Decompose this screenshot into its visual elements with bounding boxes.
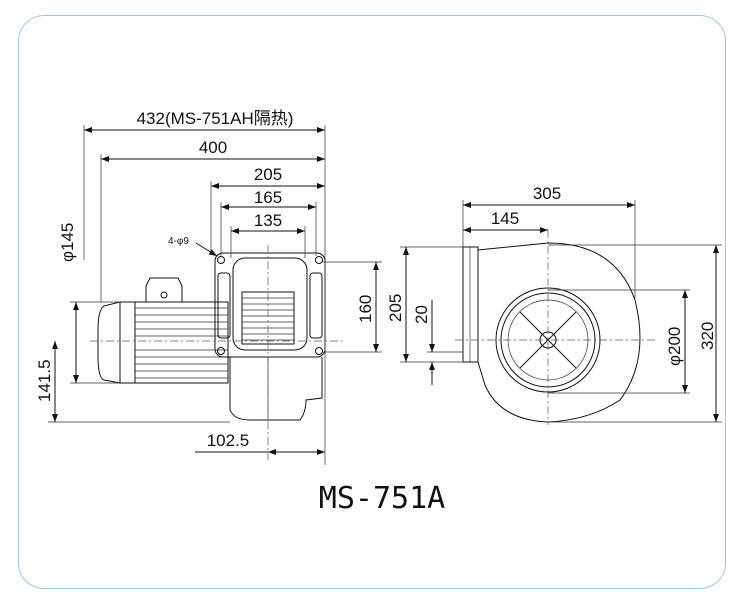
mount-hole bbox=[315, 256, 323, 264]
outlet-flange bbox=[214, 252, 326, 358]
dim-135: 135 bbox=[254, 211, 282, 230]
terminal-box-screw bbox=[160, 291, 168, 299]
side-view-dimensions: 305 145 205 20 φ200 320 bbox=[386, 184, 722, 423]
dim-102-5: 102.5 bbox=[207, 431, 250, 450]
side-view bbox=[455, 230, 655, 425]
dim-205-outlet: 205 bbox=[386, 294, 405, 322]
fan-housing-lower bbox=[229, 357, 323, 421]
front-view-dimensions: 432(MS-751AH隔热) 400 205 165 135 4-φ9 φ14… bbox=[35, 109, 382, 465]
drawing-frame bbox=[18, 15, 726, 589]
dim-20: 20 bbox=[412, 305, 431, 324]
outlet-opening bbox=[232, 257, 308, 351]
front-view bbox=[90, 245, 345, 460]
dim-160: 160 bbox=[356, 295, 375, 323]
motor-body bbox=[119, 301, 229, 384]
dim-145-inlet: 145 bbox=[491, 209, 519, 228]
terminal-box bbox=[145, 277, 183, 302]
flange-slot-left bbox=[217, 272, 231, 339]
mount-hole bbox=[217, 347, 225, 355]
mount-hole bbox=[315, 347, 323, 355]
dim-165: 165 bbox=[254, 188, 282, 207]
dim-mount-holes: 4-φ9 bbox=[168, 236, 189, 247]
motor-fins bbox=[134, 302, 228, 383]
dim-320: 320 bbox=[698, 322, 717, 350]
scroll-housing bbox=[477, 242, 641, 423]
mount-hole bbox=[217, 256, 225, 264]
dim-141-5: 141.5 bbox=[35, 359, 54, 402]
dim-305: 305 bbox=[533, 184, 561, 203]
motor-end-cap bbox=[97, 301, 121, 384]
model-title: MS-751A bbox=[319, 481, 445, 516]
dim-inlet-diameter: φ200 bbox=[665, 327, 684, 366]
outlet-flange-side bbox=[462, 246, 479, 363]
dim-motor-diameter: φ145 bbox=[58, 223, 77, 262]
dim-400: 400 bbox=[199, 138, 227, 157]
dim-205-flange: 205 bbox=[254, 165, 282, 184]
flange-slot-right bbox=[309, 272, 323, 339]
dim-432-insulated: 432(MS-751AH隔热) bbox=[137, 109, 294, 128]
